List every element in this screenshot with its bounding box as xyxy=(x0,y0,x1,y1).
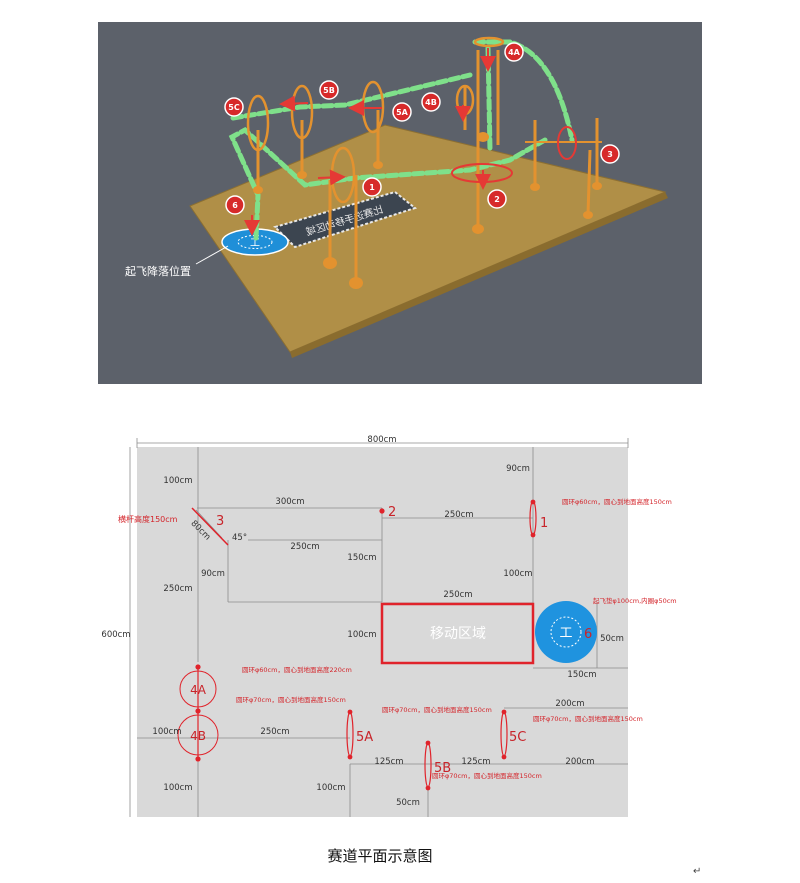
render-poles xyxy=(256,50,602,282)
svg-text:5B: 5B xyxy=(323,86,335,95)
render-floor-edge xyxy=(290,192,668,358)
dim-mid-90: 90cm xyxy=(201,569,225,579)
dim-span-300: 300cm xyxy=(275,497,304,507)
label-4a: 4A xyxy=(190,683,207,697)
render-takeoff-leader xyxy=(195,245,229,265)
render-3d: 比赛选手移动区域 工 起飞降落位置 xyxy=(98,22,702,384)
dim-v-150: 150cm xyxy=(347,553,376,563)
dim-right-90: 90cm xyxy=(506,464,530,474)
plan-notes: 横杆高度150cm 圆环φ60cm，圆心到地面高度150cm 圆环φ60cm，圆… xyxy=(118,497,677,780)
render-badge-5a: 5A xyxy=(392,102,412,122)
svg-text:4A: 4A xyxy=(508,48,521,57)
dim-zone-250: 250cm xyxy=(443,590,472,600)
render-rings xyxy=(246,36,505,204)
label-5c: 5C xyxy=(509,730,526,745)
svg-text:5C: 5C xyxy=(228,103,240,112)
label-3: 3 xyxy=(216,514,224,529)
note-ring5c: 圆环φ70cm，圆心到地面高度150cm xyxy=(533,714,643,723)
render-badge-5c: 5C xyxy=(224,97,244,117)
dim-pad-150: 150cm xyxy=(567,670,596,680)
dim-span-250-top: 250cm xyxy=(444,510,473,520)
label-4b: 4B xyxy=(190,729,206,743)
dim-angle-45: 45° xyxy=(232,533,247,543)
dim-left-100-4b: 100cm xyxy=(152,727,181,737)
dim-pad-50: 50cm xyxy=(600,634,624,644)
render-direction-arrows xyxy=(244,48,496,236)
svg-text:6: 6 xyxy=(232,201,238,210)
note-ring4a: 圆环φ60cm，圆心到地面高度220cm xyxy=(242,665,352,674)
label-5a: 5A xyxy=(356,730,373,745)
svg-text:4B: 4B xyxy=(425,98,437,107)
note-ring5a: 圆环φ70cm，圆心到地面高度150cm xyxy=(382,705,492,714)
plan-pad-inner-ring xyxy=(550,616,582,648)
label-6: 6 xyxy=(584,627,592,642)
render-badge-3: 3 xyxy=(600,144,620,164)
dim-v-100-right: 100cm xyxy=(503,569,532,579)
svg-text:3: 3 xyxy=(607,150,613,159)
plan-dimension-texts: 800cm 600cm 100cm 250cm 90cm 90cm 300cm … xyxy=(101,435,623,808)
label-2: 2 xyxy=(388,505,396,520)
note-ring5b: 圆环φ70cm，圆心到地面高度150cm xyxy=(432,771,542,780)
render-badges: 1 2 3 4A 4B 5A xyxy=(224,42,620,215)
dim-left-100-top: 100cm xyxy=(163,476,192,486)
render-badge-4b: 4B xyxy=(421,92,441,112)
figure-caption: 赛道平面示意图 xyxy=(327,847,433,865)
plan-takeoff-pad xyxy=(535,601,597,663)
plan-pad-symbol: 工 xyxy=(559,626,572,641)
dim-span-200-top: 200cm xyxy=(555,699,584,709)
render-badge-4a: 4A xyxy=(504,42,524,62)
dim-span-200-bottom: 200cm xyxy=(565,757,594,767)
plan-element-labels: 1 2 3 4A 4B 5A 5B 5C 6 xyxy=(190,505,592,776)
render-badge-5b: 5B xyxy=(319,80,339,100)
dim-total-width: 800cm xyxy=(367,435,396,445)
paragraph-mark-icon: ↵ xyxy=(693,866,702,877)
dim-bottom-100: 100cm xyxy=(316,783,345,793)
plan-crossbar-3 xyxy=(191,507,229,546)
plan-dimension-lines xyxy=(129,438,629,817)
dim-total-height: 600cm xyxy=(101,630,130,640)
render-path-low xyxy=(228,126,548,241)
note-pad: 起飞垫φ100cm,内圈φ50cm xyxy=(593,596,677,605)
label-5b: 5B xyxy=(434,761,451,776)
dim-span-125-a: 125cm xyxy=(374,757,403,767)
dim-left-100-bottom: 100cm xyxy=(163,783,192,793)
svg-text:1: 1 xyxy=(369,183,375,192)
dim-span-125-b: 125cm xyxy=(461,757,490,767)
note-crossbar: 横杆高度150cm xyxy=(118,514,178,524)
dim-span-250-4b: 250cm xyxy=(260,727,289,737)
dim-span-250-mid: 250cm xyxy=(290,542,319,552)
svg-text:5A: 5A xyxy=(396,108,409,117)
render-pole-bases xyxy=(253,132,602,289)
svg-text:2: 2 xyxy=(494,195,500,204)
dim-left-250: 250cm xyxy=(163,584,192,594)
render-pad-symbol: 工 xyxy=(250,238,260,249)
render-takeoff-label: 起飞降落位置 xyxy=(125,264,191,278)
label-moving-zone: 移动区域 xyxy=(430,626,486,642)
note-ring1: 圆环φ60cm，圆心到地面高度150cm xyxy=(562,497,672,506)
plan-red-dots xyxy=(195,499,536,791)
dim-zone-100: 100cm xyxy=(347,630,376,640)
render-badge-6: 6 xyxy=(225,195,245,215)
plan-view: 工 800cm 600cm 100cm 250cm 90cm 90cm 300c… xyxy=(101,435,677,817)
render-badge-2: 2 xyxy=(487,189,507,209)
dim-bottom-50: 50cm xyxy=(396,798,420,808)
plan-moving-zone xyxy=(380,602,535,665)
render-badge-1: 1 xyxy=(362,177,382,197)
label-1: 1 xyxy=(540,516,548,531)
note-ring4b: 圆环φ70cm，圆心到地面高度150cm xyxy=(236,695,346,704)
